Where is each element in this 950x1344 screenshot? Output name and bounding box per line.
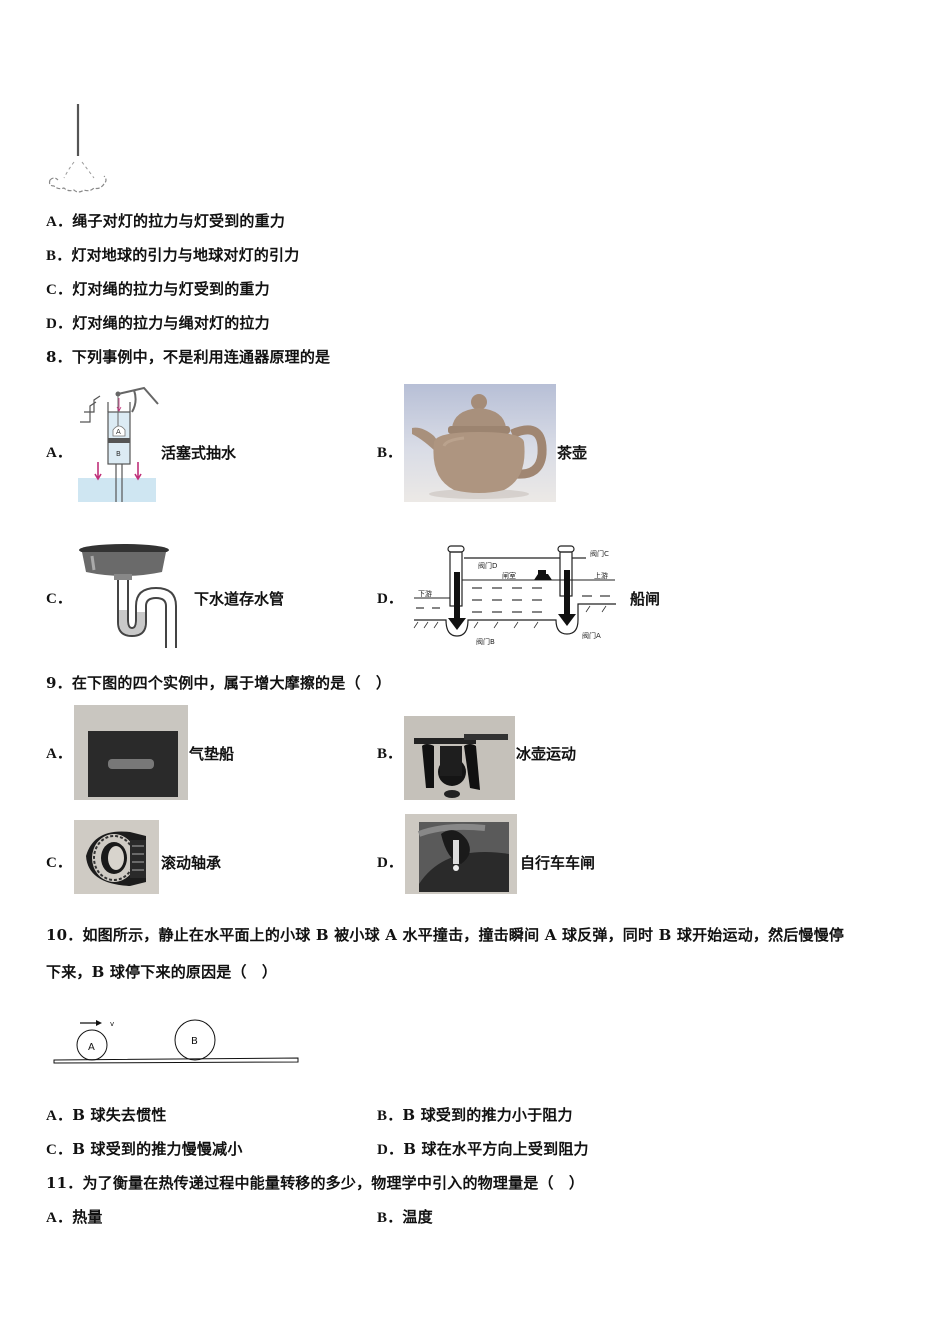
svg-text:B: B — [191, 1036, 198, 1047]
bicycle-brake-photo — [405, 814, 517, 894]
teapot-icon — [412, 394, 547, 499]
q7-option-c: C．灯对绳的拉力与灯受到的重力 — [46, 280, 270, 298]
curling-icon — [414, 734, 508, 798]
q8-stem: 8．下列事例中，不是利用连通器原理的是 — [46, 348, 331, 366]
q11-option-a: A．热量 — [46, 1208, 103, 1226]
q8-option-b-caption: 茶壶 — [557, 444, 588, 462]
q9-option-b-letter: B． — [377, 746, 403, 762]
q8-option-c-letter: C． — [46, 591, 72, 607]
lamp-icon — [48, 104, 107, 193]
q9-option-a-caption: 气垫船 — [189, 745, 235, 763]
q10-option-a: A．B 球失去惯性 — [46, 1106, 167, 1124]
q10-option-c: C．B 球受到的推力慢慢减小 — [46, 1140, 243, 1158]
q9-option-c-letter: C． — [46, 855, 72, 871]
svg-text:上游: 上游 — [594, 571, 608, 580]
hovercraft-photo — [74, 705, 188, 800]
hanging-lamp-figure — [46, 100, 112, 200]
svg-text:阀门D: 阀门D — [478, 561, 497, 570]
q10-option-d: D．B 球在水平方向上受到阻力 — [377, 1140, 589, 1158]
q9-option-d-caption: 自行车车闸 — [520, 854, 596, 872]
drain-trap-icon — [79, 544, 177, 648]
q10-stem-line-2: 下来，B 球停下来的原因是（ ） — [46, 963, 278, 981]
drain-trap-figure — [78, 540, 194, 652]
svg-text:A: A — [116, 428, 121, 436]
q8-option-d-caption: 船闸 — [630, 590, 661, 608]
q8-option-c-caption: 下水道存水管 — [194, 590, 285, 608]
roller-bearing-photo — [74, 820, 159, 894]
q9-option-c-caption: 滚动轴承 — [161, 854, 222, 872]
q7-option-d: D．灯对绳的拉力与绳对灯的拉力 — [46, 314, 270, 332]
q7-option-b: B．灯对地球的引力与地球对灯的引力 — [46, 246, 300, 264]
bike-brake-icon — [417, 822, 509, 892]
ship-lock-figure: 阀门D 阀门C 闸室 上游 下游 阀门B 阀门A — [410, 540, 620, 650]
svg-text:B: B — [116, 450, 121, 458]
svg-text:阀门C: 阀门C — [590, 549, 609, 558]
piston-pump-icon: A B — [78, 386, 159, 502]
q8-option-a-caption: 活塞式抽水 — [161, 444, 237, 462]
q9-option-d-letter: D． — [377, 855, 403, 871]
ship-lock-icon: 阀门D 阀门C 闸室 上游 下游 阀门B 阀门A — [413, 545, 616, 646]
collision-diagram-icon: v A B — [53, 1019, 299, 1064]
svg-text:阀门B: 阀门B — [476, 637, 495, 646]
svg-text:下游: 下游 — [418, 589, 432, 598]
q7-option-a: A．绳子对灯的拉力与灯受到的重力 — [46, 212, 286, 230]
q10-stem-line-1: 10．如图所示，静止在水平面上的小球 B 被小球 A 水平撞击，撞击瞬间 A 球… — [46, 926, 845, 944]
piston-pump-figure: A B — [78, 382, 160, 504]
teapot-photo — [404, 384, 556, 502]
svg-text:阀门A: 阀门A — [582, 631, 601, 640]
balls-collision-figure: v A B — [50, 1012, 302, 1068]
q8-option-d-letter: D． — [377, 591, 403, 607]
curling-photo — [404, 716, 515, 800]
q8-option-a-letter: A． — [46, 445, 72, 461]
q9-stem: 9．在下图的四个实例中，属于增大摩擦的是（ ） — [46, 674, 392, 692]
q10-option-b: B．B 球受到的推力小于阻力 — [377, 1106, 573, 1124]
svg-text:A: A — [88, 1042, 95, 1053]
q9-option-b-caption: 冰壶运动 — [516, 745, 577, 763]
svg-text:闸室: 闸室 — [502, 571, 516, 580]
svg-text:v: v — [110, 1020, 114, 1028]
q11-stem: 11．为了衡量在热传递过程中能量转移的多少，物理学中引入的物理量是（ ） — [46, 1174, 585, 1192]
q8-option-b-letter: B． — [377, 445, 403, 461]
q9-option-a-letter: A． — [46, 746, 72, 762]
q11-option-b: B．温度 — [377, 1208, 433, 1226]
bearing-icon — [86, 831, 146, 886]
